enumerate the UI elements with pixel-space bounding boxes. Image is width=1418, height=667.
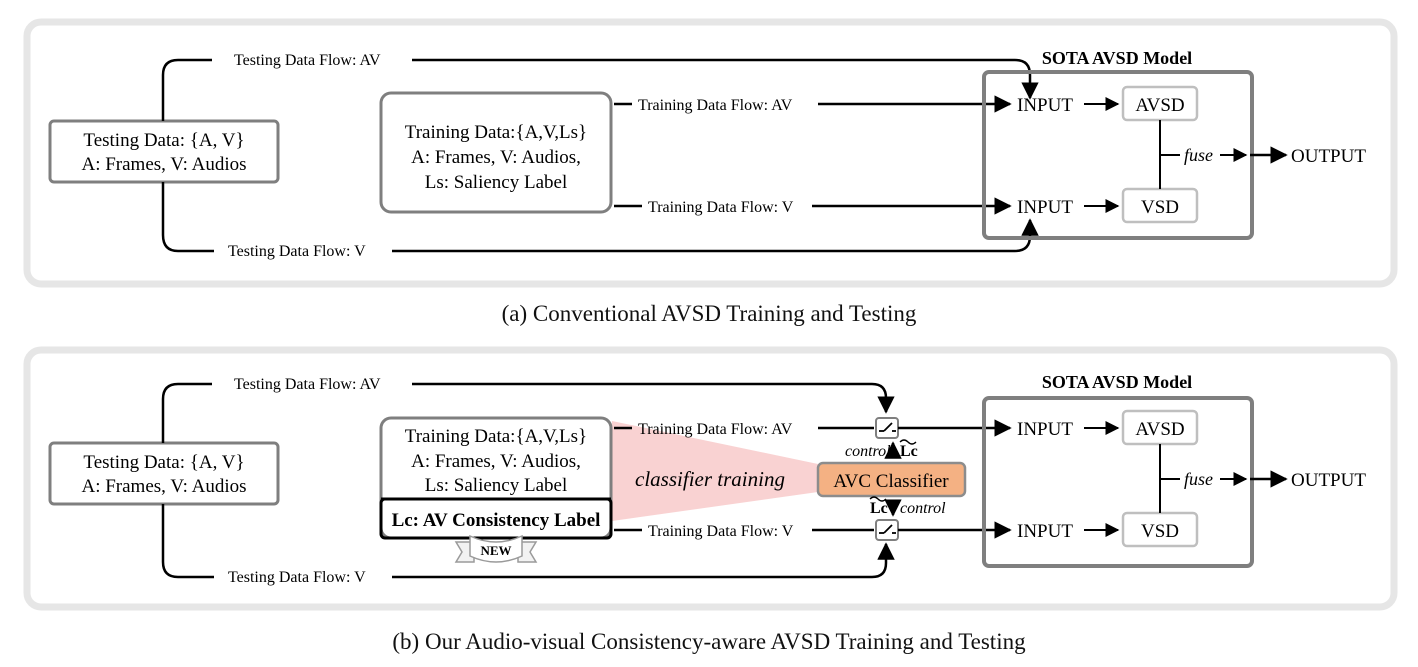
lc-label-top: Lc <box>900 443 918 460</box>
testing-flow-v-arrow-a <box>392 218 1039 253</box>
testing-data-title-b: Testing Data: {A, V} <box>83 452 244 473</box>
model-title-b: SOTA AVSD Model <box>1042 372 1192 392</box>
testing-flow-av-arrow-a <box>412 58 1039 100</box>
training-data-desc2-a: Ls: Saliency Label <box>425 172 567 193</box>
testing-flow-v-label-b: Testing Data Flow: V <box>228 569 366 586</box>
testing-flow-v-label-a: Testing Data Flow: V <box>228 243 366 260</box>
testing-flow-av-label-b: Testing Data Flow: AV <box>234 376 381 393</box>
testing-flow-av-arrow-b <box>412 382 895 414</box>
output-label-a: OUTPUT <box>1291 146 1366 167</box>
fuse-label-b: fuse <box>1184 469 1213 489</box>
lc-tilde-bottom <box>869 496 887 502</box>
classifier-training-beam <box>612 421 818 521</box>
caption-b: (b) Our Audio-visual Consistency-aware A… <box>392 629 1026 654</box>
testing-flow-av-label-a: Testing Data Flow: AV <box>234 52 381 69</box>
panel-a-frame <box>23 18 1398 288</box>
training-data-title-a: Training Data:{A,V,Ls} <box>405 122 587 143</box>
training-flow-v-label-a: Training Data Flow: V <box>648 199 794 216</box>
training-flow-v-label-b: Training Data Flow: V <box>648 523 794 540</box>
vsd-label-b: VSD <box>1141 521 1179 542</box>
testing-data-desc-a: A: Frames, V: Audios <box>81 154 246 175</box>
new-badge: NEW <box>454 534 538 563</box>
panel-b: Testing Data: {A, V} A: Frames, V: Audio… <box>23 346 1398 611</box>
training-data-desc1-b: A: Frames, V: Audios, <box>411 451 581 472</box>
training-flow-av-label-a: Training Data Flow: AV <box>638 97 793 114</box>
testing-data-title-a: Testing Data: {A, V} <box>83 130 244 151</box>
control-label-top: control <box>845 443 891 460</box>
fuse-label-a: fuse <box>1184 145 1213 165</box>
avsd-label-a: AVSD <box>1135 95 1184 116</box>
model-input-bottom-b: INPUT <box>1017 521 1073 542</box>
lc-tilde-top <box>899 439 917 445</box>
lc-label-bottom: Lc <box>870 500 888 517</box>
model-title-a: SOTA AVSD Model <box>1042 48 1192 68</box>
training-data-box-a <box>379 91 613 214</box>
model-input-top-a: INPUT <box>1017 95 1073 116</box>
testing-flow-bracket-b <box>161 382 214 579</box>
training-data-desc1-a: A: Frames, V: Audios, <box>411 147 581 168</box>
training-data-title-b: Training Data:{A,V,Ls} <box>405 426 587 447</box>
panel-a: Testing Data: {A, V} A: Frames, V: Audio… <box>23 18 1398 288</box>
new-badge-text: NEW <box>480 543 511 558</box>
switch-bottom <box>875 519 899 541</box>
avc-classifier-box <box>816 461 967 498</box>
avsd-label-b: AVSD <box>1135 419 1184 440</box>
control-label-bottom: control <box>900 500 946 517</box>
switch-top <box>875 417 899 439</box>
caption-a: (a) Conventional AVSD Training and Testi… <box>501 301 917 326</box>
training-data-desc2-b: Ls: Saliency Label <box>425 475 567 496</box>
output-label-b: OUTPUT <box>1291 470 1366 491</box>
testing-flow-bracket-a <box>161 58 214 253</box>
model-box-b <box>982 396 1254 568</box>
vsd-label-a: VSD <box>1141 197 1179 218</box>
classifier-training-label: classifier training <box>635 467 785 491</box>
panel-b-frame <box>23 346 1398 611</box>
testing-flow-v-arrow-b <box>392 542 895 579</box>
model-input-bottom-a: INPUT <box>1017 197 1073 218</box>
avc-classifier-label: AVC Classifier <box>833 471 949 492</box>
testing-data-desc-b: A: Frames, V: Audios <box>81 476 246 497</box>
consistency-label-box <box>379 497 613 540</box>
model-input-top-b: INPUT <box>1017 419 1073 440</box>
consistency-label-text: Lc: AV Consistency Label <box>392 510 601 531</box>
training-flow-av-label-b: Training Data Flow: AV <box>638 421 793 438</box>
